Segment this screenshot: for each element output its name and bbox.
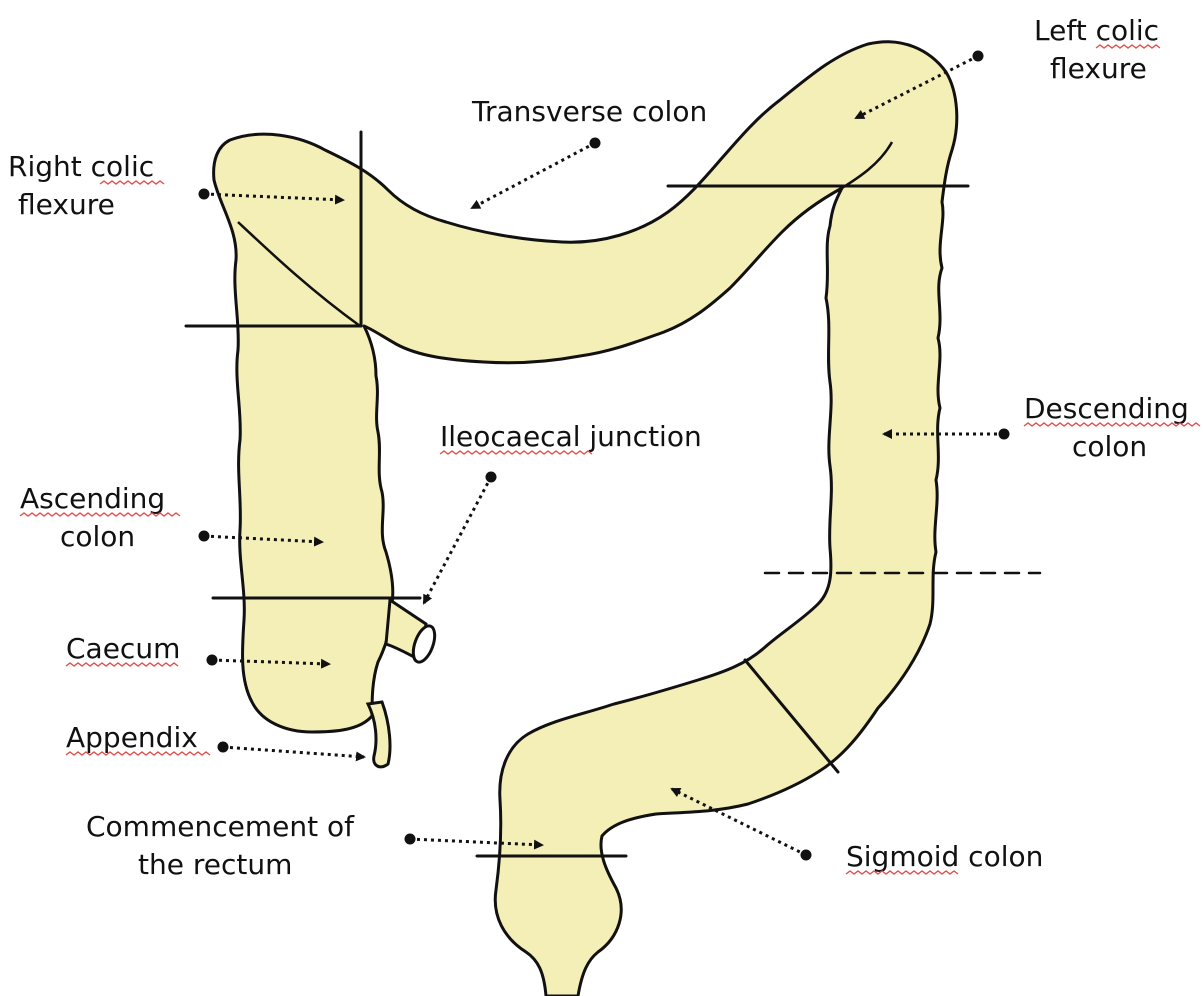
arrow-transverse-colon bbox=[472, 143, 595, 208]
dot-ileocaecal-junction bbox=[486, 472, 497, 483]
appendix-shape bbox=[368, 702, 390, 767]
dot-descending-colon bbox=[999, 429, 1010, 440]
label-sigmoid-colon: Sigmoid colon bbox=[846, 840, 1043, 873]
label-right-colic-flexure-line1: Right colic bbox=[8, 150, 154, 183]
dot-caecum bbox=[207, 655, 218, 666]
label-descending-colon-line2: colon bbox=[1072, 430, 1147, 463]
label-caecum: Caecum bbox=[66, 632, 180, 665]
dot-transverse-colon bbox=[590, 138, 601, 149]
label-right-colic-flexure-line2: flexure bbox=[18, 188, 115, 221]
arrow-ileocaecal-junction bbox=[424, 477, 491, 603]
label-ileocaecal-junction: Ileocaecal junction bbox=[440, 420, 702, 453]
label-rectum-line2: the rectum bbox=[138, 848, 292, 881]
dot-rectum bbox=[405, 834, 416, 845]
dot-appendix bbox=[218, 742, 229, 753]
dot-sigmoid-colon bbox=[801, 850, 812, 861]
dot-ascending-colon bbox=[199, 531, 210, 542]
label-ascending-colon-line1: Ascending bbox=[20, 482, 165, 515]
label-appendix: Appendix bbox=[66, 721, 198, 754]
label-transverse-colon: Transverse colon bbox=[471, 95, 707, 128]
label-ascending-colon-line2: colon bbox=[60, 520, 135, 553]
label-left-colic-flexure-line1: Left colic bbox=[1034, 14, 1159, 47]
dot-right-colic-flexure bbox=[199, 189, 210, 200]
dot-left-colic-flexure bbox=[973, 51, 984, 62]
label-left-colic-flexure-line2: flexure bbox=[1050, 52, 1147, 85]
arrow-appendix bbox=[223, 747, 364, 757]
label-descending-colon-line1: Descending bbox=[1024, 392, 1189, 425]
label-rectum-line1: Commencement of bbox=[86, 810, 355, 843]
